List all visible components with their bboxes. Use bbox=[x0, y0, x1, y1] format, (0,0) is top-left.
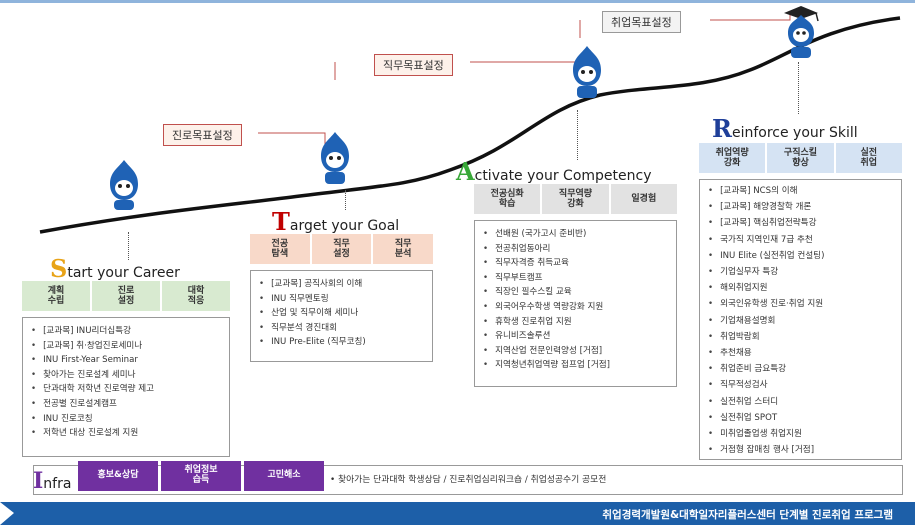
graduate-mascot-icon bbox=[784, 6, 819, 58]
section-initial: A bbox=[456, 157, 475, 186]
goal-label-job: 직무목표설정 bbox=[374, 54, 453, 76]
footer-title: 취업경력개발원&대학일자리플러스센터 단계별 진로취업 프로그램 bbox=[602, 509, 893, 521]
header-cell: 실전 취업 bbox=[835, 143, 902, 173]
section-title-text: arget your Goal bbox=[289, 218, 400, 234]
section-headers-target: 전공 탐색 직무 설정 직무 분석 bbox=[250, 234, 434, 264]
list-item: 직무적성검사 bbox=[706, 377, 895, 393]
list-item: INU Pre-Elite (직무코칭) bbox=[257, 335, 426, 350]
header-cell: 일경험 bbox=[610, 184, 677, 214]
mascot-icon bbox=[321, 132, 349, 184]
dotted-connector bbox=[345, 190, 346, 210]
list-item: 전공별 진로설계캠프 bbox=[29, 397, 223, 412]
infra-tab: 취업정보 습득 bbox=[161, 461, 241, 491]
section-initial: S bbox=[50, 254, 68, 283]
mascot-icon bbox=[110, 160, 138, 210]
list-item: 취업준비 금요특강 bbox=[706, 361, 895, 377]
list-item: 추천채용 bbox=[706, 345, 895, 361]
list-item: 기업채용설명회 bbox=[706, 313, 895, 329]
goal-label-career: 진로목표설정 bbox=[163, 124, 242, 146]
list-item: 외국어우수학생 역량강화 지원 bbox=[481, 300, 670, 315]
list-item: 휴학생 진로취업 지원 bbox=[481, 315, 670, 330]
infra-tab: 홍보&상담 bbox=[78, 461, 158, 491]
infra-tab: 고민해소 bbox=[244, 461, 324, 491]
section-headers-activate: 전공심화 학습 직무역량 강화 일경험 bbox=[474, 184, 677, 214]
section-initial: T bbox=[272, 207, 290, 236]
list-item: 직무부트캠프 bbox=[481, 271, 670, 286]
section-list-start: [교과목] INU리더십특강 [교과목] 취·창업진로세미나 INU First… bbox=[22, 317, 230, 457]
section-title-activate: Activate your Competency bbox=[456, 157, 651, 186]
header-cell: 진로 설정 bbox=[92, 281, 160, 311]
list-item: INU Elite (실전취업 컨설팅) bbox=[706, 248, 895, 264]
list-item: 실전취업 스터디 bbox=[706, 394, 895, 410]
goal-label-employment: 취업목표설정 bbox=[602, 11, 681, 33]
section-title-reinforce: Reinforce your Skill bbox=[712, 114, 858, 143]
list-item: INU 직무멘토링 bbox=[257, 292, 426, 307]
footer-banner bbox=[0, 502, 915, 525]
header-cell: 직무 설정 bbox=[311, 234, 372, 264]
list-item: INU 진로코칭 bbox=[29, 412, 223, 427]
header-cell: 대학 적응 bbox=[162, 281, 230, 311]
section-title-text: einforce your Skill bbox=[731, 125, 858, 141]
infra-title-text: nfra bbox=[43, 476, 72, 492]
list-item: 직무분석 경진대회 bbox=[257, 321, 426, 336]
dotted-connector bbox=[577, 110, 578, 160]
list-item: 유니비즈솔루션 bbox=[481, 329, 670, 344]
list-item: 거점형 잡매칭 행사 [거점] bbox=[706, 442, 895, 458]
section-title-target: Target your Goal bbox=[272, 207, 399, 236]
section-title-text: tart your Career bbox=[67, 265, 180, 281]
list-item: [교과목] 핵심취업전략특강 bbox=[706, 215, 895, 231]
section-list-activate: 선배원 (국가고시 준비반) 전공취업동아리 직무자격증 취득교육 직무부트캠프… bbox=[474, 220, 677, 387]
list-item: 지역청년취업역량 접프업 [거점] bbox=[481, 358, 670, 373]
infra-tabs: 홍보&상담 취업정보 습득 고민해소 bbox=[78, 461, 324, 491]
list-item: 산업 및 직무이해 세미나 bbox=[257, 306, 426, 321]
section-initial: R bbox=[712, 114, 732, 143]
list-item: 지역산업 전문인력양성 [거점] bbox=[481, 344, 670, 359]
section-list-reinforce: [교과목] NCS의 이해 [교과목] 해양경찰학 개론 [교과목] 핵심취업전… bbox=[699, 179, 902, 460]
infra-title: Infra bbox=[33, 468, 71, 494]
infra-programs: • 찾아가는 단과대학 학생상담 / 진로취업심리워크숍 / 취업성공수기 공모… bbox=[330, 475, 607, 485]
list-item: 국가직 지역인재 7급 추천 bbox=[706, 232, 895, 248]
list-item: INU First-Year Seminar bbox=[29, 353, 223, 368]
list-item: [교과목] 해양경찰학 개론 bbox=[706, 199, 895, 215]
header-cell: 취업역량 강화 bbox=[699, 143, 766, 173]
list-item: 외국인유학생 진로·취업 지원 bbox=[706, 296, 895, 312]
list-item: 기업실무자 특강 bbox=[706, 264, 895, 280]
section-title-text: ctivate your Competency bbox=[474, 168, 652, 184]
list-item: [교과목] NCS의 이해 bbox=[706, 183, 895, 199]
list-item: [교과목] INU리더십특강 bbox=[29, 324, 223, 339]
list-item: 선배원 (국가고시 준비반) bbox=[481, 227, 670, 242]
header-cell: 직무 분석 bbox=[373, 234, 434, 264]
dotted-connector bbox=[798, 62, 799, 114]
dotted-connector bbox=[128, 232, 129, 260]
infra-initial: I bbox=[33, 468, 44, 494]
list-item: 단과대학 저학년 진로역량 제고 bbox=[29, 382, 223, 397]
section-headers-start: 계획 수립 진로 설정 대학 적응 bbox=[22, 281, 230, 311]
section-title-start: Start your Career bbox=[50, 254, 180, 283]
list-item: 직무자격증 취득교육 bbox=[481, 256, 670, 271]
list-item: [교과목] 공직사회의 이해 bbox=[257, 277, 426, 292]
list-item: [교과목] 취·창업진로세미나 bbox=[29, 339, 223, 354]
list-item: 취업박람회 bbox=[706, 329, 895, 345]
list-item: 실전취업 SPOT bbox=[706, 410, 895, 426]
list-item: 전공취업동아리 bbox=[481, 242, 670, 257]
header-cell: 전공 탐색 bbox=[250, 234, 310, 264]
header-cell: 직무역량 강화 bbox=[542, 184, 609, 214]
header-cell: 전공심화 학습 bbox=[474, 184, 541, 214]
top-border bbox=[0, 0, 915, 3]
section-list-target: [교과목] 공직사회의 이해 INU 직무멘토링 산업 및 직무이해 세미나 직… bbox=[250, 270, 433, 362]
list-item: 저학년 대상 진로설계 지원 bbox=[29, 426, 223, 441]
list-item: 직장인 필수스킬 교육 bbox=[481, 285, 670, 300]
header-cell: 계획 수립 bbox=[22, 281, 90, 311]
list-item: 해외취업지원 bbox=[706, 280, 895, 296]
mascot-icon bbox=[573, 46, 601, 98]
list-item: 찾아가는 진로설계 세미나 bbox=[29, 368, 223, 383]
list-item: 미취업졸업생 취업지원 bbox=[706, 426, 895, 442]
header-cell: 구직스킬 향상 bbox=[767, 143, 834, 173]
section-headers-reinforce: 취업역량 강화 구직스킬 향상 실전 취업 bbox=[699, 143, 902, 173]
